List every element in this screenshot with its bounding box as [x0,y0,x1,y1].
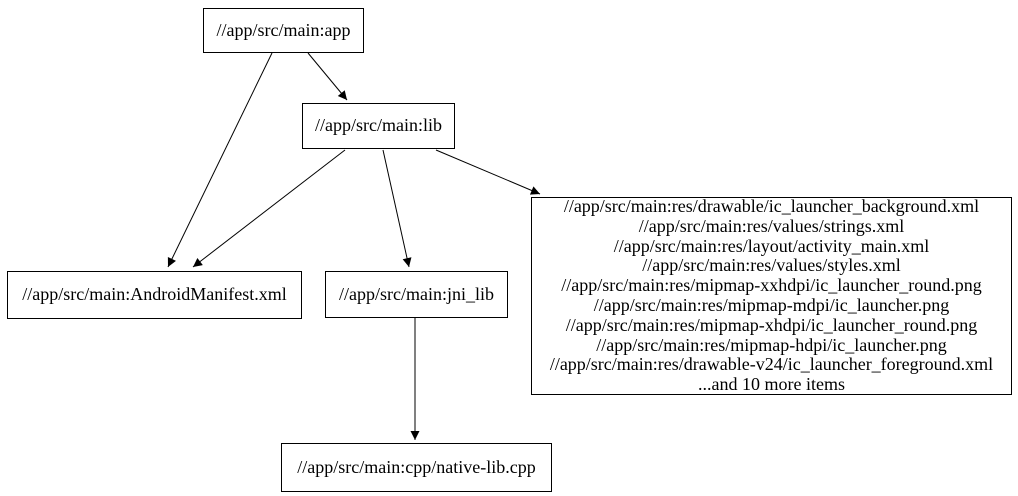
edge-lib-to-jni-lib [382,149,412,268]
res-file-label: //app/src/main:res/layout/activity_main.… [613,235,930,256]
node-label-jni-lib: //app/src/main:jni_lib [339,283,494,304]
res-file-label: //app/src/main:res/mipmap-hdpi/ic_launch… [596,334,947,355]
res-file-label: //app/src/main:res/mipmap-xxhdpi/ic_laun… [561,275,982,296]
res-file-label: //app/src/main:res/mipmap-mdpi/ic_launch… [593,295,950,315]
res-file-label: //app/src/main:res/values/styles.xml [642,255,901,276]
res-file-label: //app/src/main:res/mipmap-xhdpi/ic_launc… [565,314,978,335]
edge-lib-to-androidmanifest [192,149,346,268]
graph-node-app: //app/src/main:app [203,8,364,53]
graph-node-res-group: //app/src/main:res/drawable/ic_launcher_… [531,196,1012,395]
node-label-lib: //app/src/main:lib [315,115,442,136]
graph-node-androidmanifest: //app/src/main:AndroidManifest.xml [7,271,302,319]
res-more-items-label: ...and 10 more items [698,374,845,395]
graph-node-jni-lib: //app/src/main:jni_lib [325,271,508,318]
edge-app-to-lib [307,52,348,101]
node-label-native-lib-cpp: //app/src/main:cpp/native-lib.cpp [297,456,536,477]
res-file-label: //app/src/main:res/drawable/ic_launcher_… [563,196,980,217]
graph-node-lib: //app/src/main:lib [302,103,455,149]
graph-node-native-lib-cpp: //app/src/main:cpp/native-lib.cpp [281,443,552,492]
edge-app-to-androidmanifest [167,52,273,268]
node-label-androidmanifest: //app/src/main:AndroidManifest.xml [22,284,287,305]
res-file-label: //app/src/main:res/drawable-v24/ic_launc… [549,354,994,375]
edge-lib-to-res-group [435,149,541,195]
res-file-label: //app/src/main:res/values/strings.xml [638,215,905,236]
node-label-app: //app/src/main:app [216,19,351,40]
